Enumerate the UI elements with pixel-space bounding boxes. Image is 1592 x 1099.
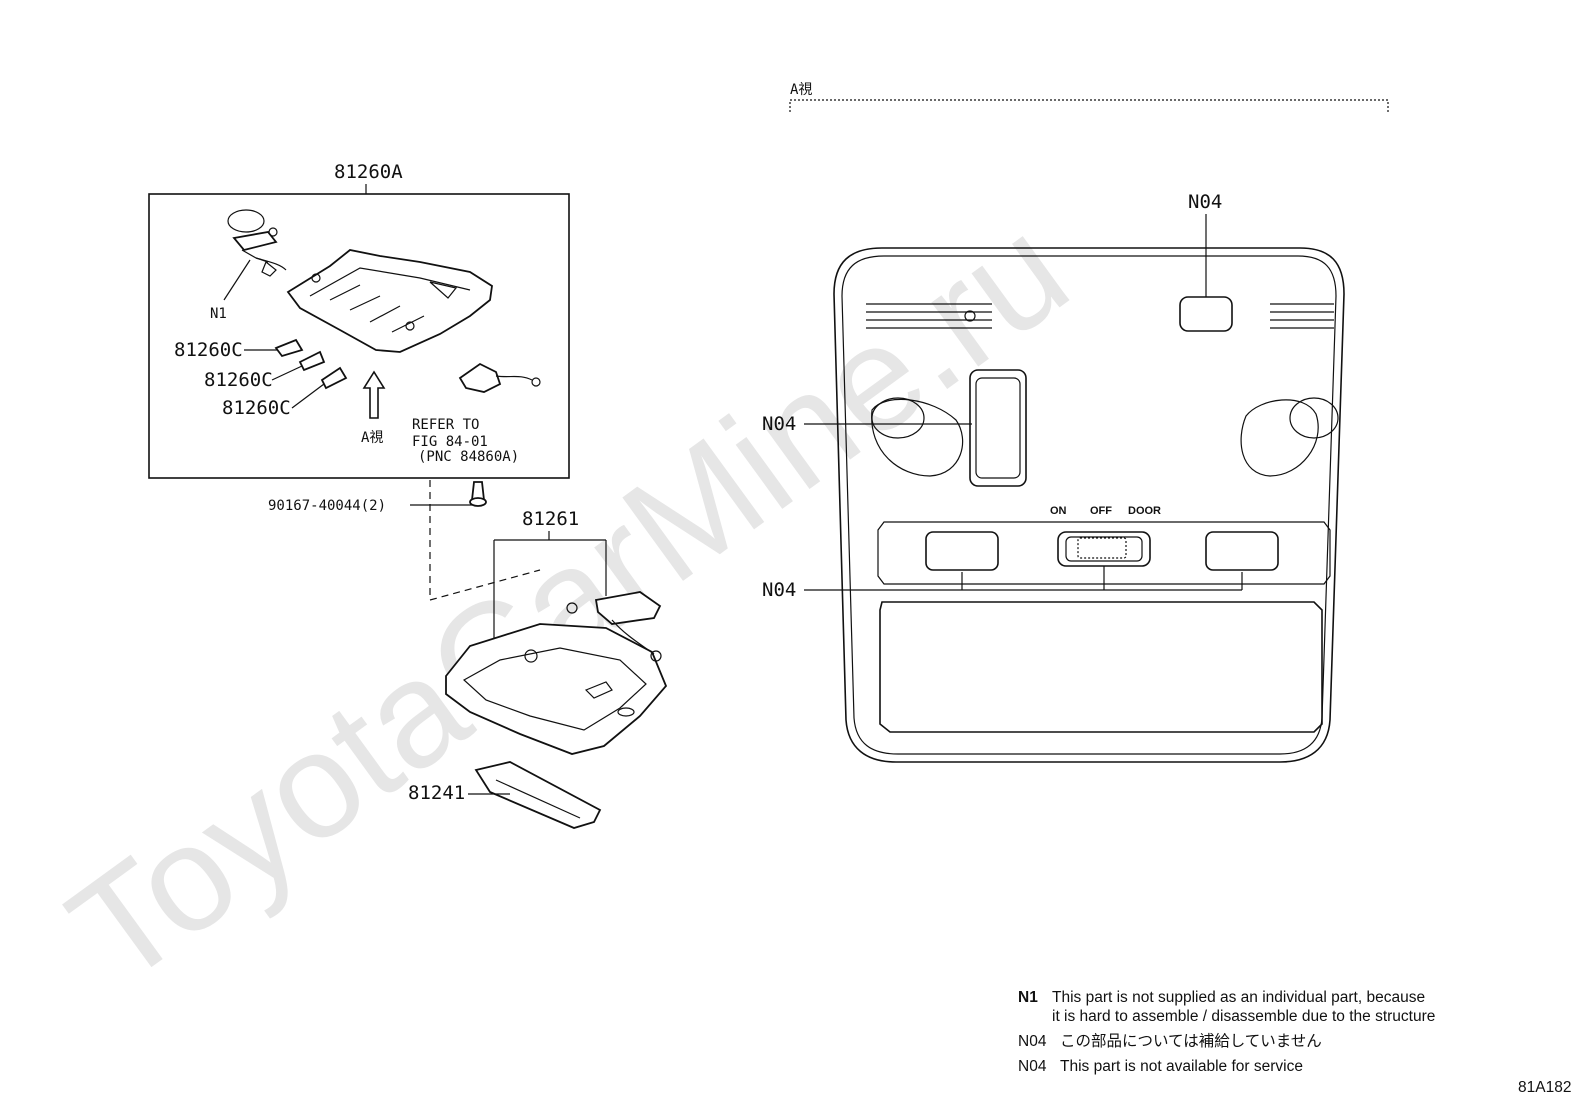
label-screw: 90167-40044(2) bbox=[268, 498, 386, 514]
view-a-arrow bbox=[362, 370, 386, 419]
label-n04-middle: N04 bbox=[762, 413, 796, 435]
note-n04-en-line: This part is not available for service bbox=[1060, 1058, 1303, 1075]
label-n04-top: N04 bbox=[1188, 191, 1222, 213]
note-n1-line-1: This part is not supplied as an individu… bbox=[1052, 989, 1425, 1006]
referred-switch-drawing bbox=[458, 362, 541, 393]
label-bulb-2: 81260C bbox=[204, 369, 273, 391]
notes-block: N1 This part is not supplied as an indiv… bbox=[1018, 989, 1435, 1075]
note-code-n1: N1 bbox=[1018, 989, 1038, 1006]
assembly-frame bbox=[148, 193, 570, 479]
bulbs-drawing bbox=[274, 338, 348, 390]
label-n1: N1 bbox=[210, 306, 227, 322]
note-code-n04-jp: N04 bbox=[1018, 1033, 1047, 1050]
left-vent bbox=[866, 303, 992, 329]
note-code-n04-en: N04 bbox=[1018, 1058, 1047, 1075]
switch-label-off: OFF bbox=[1090, 505, 1112, 517]
install-dashed-line bbox=[429, 480, 541, 601]
refer-line-3: (PNC 84860A) bbox=[418, 449, 519, 465]
center-lamp-switch[interactable] bbox=[969, 369, 1027, 487]
label-81261: 81261 bbox=[522, 508, 579, 530]
label-n04-bottom: N04 bbox=[762, 579, 796, 601]
door-switch-knob[interactable] bbox=[1077, 537, 1127, 559]
note-n04-jp-line: この部品については補給していません bbox=[1060, 1032, 1322, 1050]
label-81260a: 81260A bbox=[334, 161, 403, 183]
lens-81241 bbox=[474, 761, 602, 829]
n1-part-drawing bbox=[227, 209, 287, 277]
label-81241: 81241 bbox=[408, 782, 465, 804]
console-face: ON OFF DOOR bbox=[833, 247, 1345, 763]
note-n1-line-2: it is hard to assemble / disassemble due… bbox=[1052, 1008, 1435, 1025]
top-lamp-button[interactable] bbox=[1179, 296, 1233, 332]
label-view-arrow: A視 bbox=[361, 430, 383, 446]
refer-line-1: REFER TO bbox=[412, 417, 479, 433]
label-bulb-1: 81260C bbox=[174, 339, 243, 361]
screw-drawing bbox=[469, 481, 487, 507]
lower-lens bbox=[879, 601, 1323, 733]
figure-code: 81A182 bbox=[1518, 1079, 1571, 1096]
assembly-81260a: 81260A N1 81260C 81260 bbox=[148, 161, 570, 479]
right-vent bbox=[1270, 303, 1334, 329]
view-a-header: A視 bbox=[790, 82, 812, 98]
switch-label-on: ON bbox=[1050, 505, 1067, 517]
view-a-bracket bbox=[789, 99, 1389, 112]
label-bulb-3: 81260C bbox=[222, 397, 291, 419]
right-map-lamp bbox=[1240, 397, 1339, 477]
refer-line-2: FIG 84-01 bbox=[412, 434, 488, 450]
lamp-base-drawing bbox=[286, 249, 493, 353]
left-map-lamp bbox=[871, 397, 964, 477]
housing-81261: 81261 bbox=[445, 508, 668, 755]
panel-right-button[interactable] bbox=[1205, 531, 1279, 571]
panel-left-button[interactable] bbox=[925, 531, 999, 571]
switch-label-door: DOOR bbox=[1128, 505, 1161, 517]
